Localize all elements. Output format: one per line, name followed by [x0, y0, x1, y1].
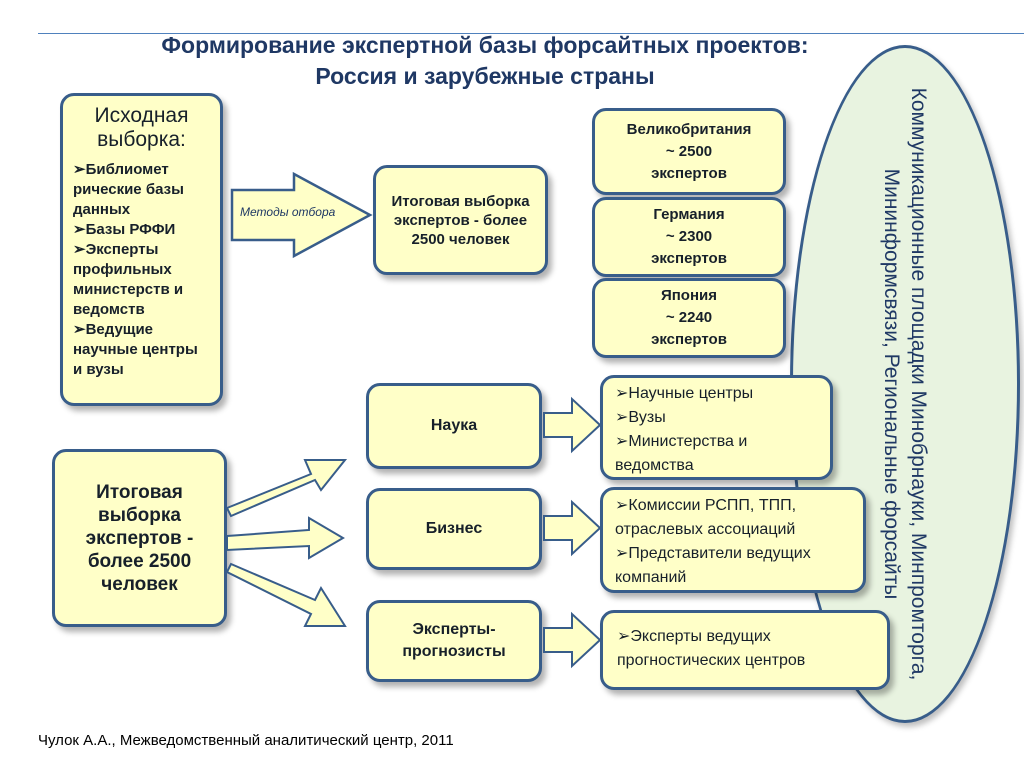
detail-box-science: ➢Научные центры ➢Вузы ➢Министерства и ве…	[600, 375, 833, 480]
bullet-arrow-icon: ➢	[615, 497, 629, 514]
list-item: ➢Ведущие научные центры и вузы	[73, 321, 198, 378]
bullet-arrow-icon: ➢	[617, 628, 631, 645]
category-label: Бизнес	[425, 520, 483, 537]
category-label: Наука	[430, 417, 478, 434]
selection-methods-arrow-icon	[230, 171, 373, 259]
list-item: ➢Научные центры	[615, 385, 754, 402]
country-name: Германия	[653, 206, 725, 223]
final-sample-top-box: Итоговая выборка экспертов - более 2500 …	[373, 165, 548, 275]
communication-platforms-text: Коммуникационные площадки Минобрнауки, М…	[880, 87, 930, 681]
country-unit: экспертов	[651, 164, 727, 182]
category-label: Эксперты-прогнозисты	[402, 621, 506, 660]
category-box-forecasters: Эксперты-прогнозисты	[366, 600, 542, 682]
country-unit: экспертов	[651, 331, 727, 348]
list-item: ➢Эксперты ведущих прогностических центро…	[617, 628, 806, 669]
bullet-arrow-icon: ➢	[73, 221, 86, 238]
category-box-business: Бизнес	[366, 488, 542, 570]
source-sample-heading: Исходная выборка:	[94, 104, 189, 151]
country-box-germany: Германия ~ 2300 экспертов	[592, 197, 786, 277]
bullet-arrow-icon: ➢	[73, 321, 86, 338]
selection-methods-label: Методы отбора	[240, 205, 336, 219]
list-item: ➢Комиссии РСПП, ТПП, отраслевых ассоциац…	[615, 497, 797, 538]
country-box-japan: Япония ~ 2240 экспертов	[592, 278, 786, 358]
bullet-arrow-icon: ➢	[615, 545, 629, 562]
bullet-arrow-icon: ➢	[73, 241, 86, 258]
header-rule	[38, 33, 1024, 34]
source-sample-box: Исходная выборка: ➢Библиомет рические ба…	[60, 93, 223, 406]
list-item: ➢Библиомет рические базы данных	[73, 161, 184, 218]
final-sample-main-box: Итоговая выборка экспертов - более 2500 …	[52, 449, 227, 627]
bullet-arrow-icon: ➢	[73, 161, 86, 178]
bullet-arrow-icon: ➢	[615, 433, 629, 450]
list-item: ➢Представители ведущих компаний	[615, 545, 811, 586]
slide-title: Формирование экспертной базы форсайтных …	[40, 30, 930, 92]
list-item: ➢Вузы	[615, 409, 666, 426]
country-name: Великобритания	[626, 120, 752, 138]
country-name: Япония	[660, 287, 718, 304]
bullet-arrow-icon: ➢	[615, 385, 629, 402]
country-count: ~ 2500	[665, 142, 713, 160]
final-sample-main-text: Итоговая выборка экспертов - более 2500 …	[85, 481, 194, 595]
footer-citation: Чулок А.А., Межведомственный аналитическ…	[38, 732, 454, 749]
bullet-arrow-icon: ➢	[615, 409, 629, 426]
list-item: ➢Базы РФФИ	[73, 221, 176, 238]
detail-box-forecasters: ➢Эксперты ведущих прогностических центро…	[600, 610, 890, 690]
source-sample-list: ➢Библиомет рические базы данных ➢Базы РФ…	[73, 160, 210, 380]
title-line-2: Россия и зарубежные страны	[315, 63, 655, 89]
arrow-right-icon	[543, 499, 602, 557]
title-line-1: Формирование экспертной базы форсайтных …	[161, 32, 809, 58]
arrow-right-icon	[543, 611, 602, 669]
country-count: ~ 2240	[665, 309, 713, 326]
detail-box-business: ➢Комиссии РСПП, ТПП, отраслевых ассоциац…	[600, 487, 866, 593]
arrow-right-icon	[543, 396, 602, 454]
final-sample-top-text: Итоговая выборка экспертов - более 2500 …	[391, 192, 530, 248]
fan-arrows-icon	[225, 459, 348, 627]
country-unit: экспертов	[651, 250, 727, 267]
country-count: ~ 2300	[665, 228, 713, 245]
list-item: ➢Министерства и ведомства	[615, 433, 748, 474]
list-item: ➢Эксперты профильных министерств и ведом…	[73, 241, 184, 318]
category-box-science: Наука	[366, 383, 542, 469]
country-box-uk: Великобритания ~ 2500 экспертов	[592, 108, 786, 195]
